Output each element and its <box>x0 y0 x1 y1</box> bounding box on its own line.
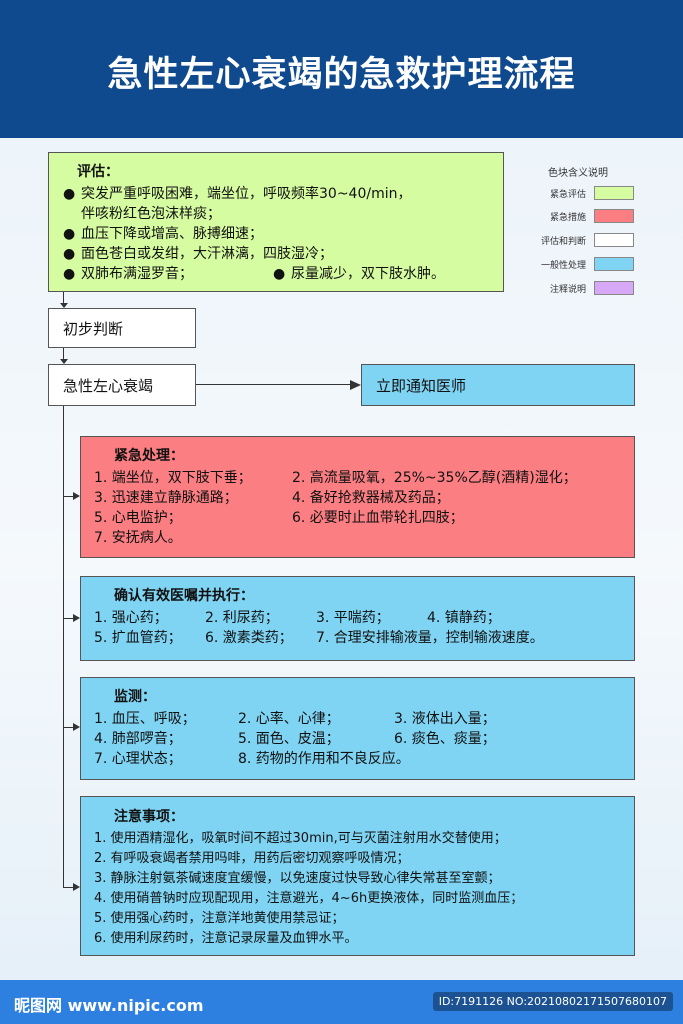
legend-swatch <box>594 209 634 223</box>
notes-line: 3. 静脉注射氨茶碱速度宜缓慢，以免速度过快导致心律失常甚至室颤； <box>94 871 501 886</box>
bullet-icon: ● <box>63 266 76 282</box>
notes-line: 2. 有呼吸衰竭者禁用吗啡，用药后密切观察呼吸情况； <box>94 851 410 866</box>
legend-swatch <box>594 257 634 271</box>
emergency-box: 紧急处理： 1. 端坐位，双下肢下垂；2. 高流量吸氧，25%~35%乙醇(酒精… <box>80 436 635 558</box>
connector-trunk <box>63 406 64 888</box>
initial-judgment-node: 初步判断 <box>48 308 196 348</box>
page-title: 急性左心衰竭的急救护理流程 <box>107 55 576 95</box>
assessment-line: ●面色苍白或发绀，大汗淋漓，四肢湿冷； <box>63 246 333 262</box>
site-logo[interactable]: 昵图网 www.nipic.com <box>14 996 204 1015</box>
legend-swatch <box>594 233 634 247</box>
notes-line: 4. 使用硝普钠时应现配现用，注意避光，4~6h更换液体，同时监测血压； <box>94 891 524 906</box>
header-banner <box>0 0 683 138</box>
orders-heading: 确认有效医嘱并执行： <box>114 588 254 604</box>
legend-item: 注释说明 <box>510 281 640 297</box>
legend-item: 紧急评估 <box>510 186 640 202</box>
orders-box: 确认有效医嘱并执行： 1. 强心药；2. 利尿药；3. 平喘药；4. 镇静药； … <box>80 576 635 661</box>
arrow-right-icon <box>73 883 80 891</box>
arrow-right-icon <box>73 614 80 622</box>
orders-row: 1. 强心药；2. 利尿药；3. 平喘药；4. 镇静药； <box>94 610 501 626</box>
assessment-line: ●突发严重呼吸困难，端坐位，呼吸频率30~40/min， <box>63 186 412 202</box>
legend-item: 紧急措施 <box>510 209 640 225</box>
image-id-label: ID:7191126 NO:20210802171507680107 <box>432 992 673 1011</box>
bullet-icon: ● <box>63 186 76 202</box>
arrow-right-icon <box>73 492 80 500</box>
arrow-down-icon <box>60 359 68 364</box>
connector-branch <box>63 496 75 497</box>
notes-heading: 注意事项： <box>114 809 184 825</box>
legend-item: 一般性处理 <box>510 257 640 273</box>
bullet-icon: ● <box>63 226 76 242</box>
bullet-icon: ● <box>63 246 76 262</box>
arrow-down-icon <box>60 303 68 308</box>
assessment-line: ●双肺布满湿罗音；●尿量减少，双下肢水肿。 <box>63 266 445 282</box>
assessment-line: ●血压下降或增高、脉搏细速； <box>63 226 263 242</box>
connector-line <box>63 292 64 306</box>
emergency-heading: 紧急处理： <box>114 448 184 464</box>
notes-line: 5. 使用强心药时，注意洋地黄使用禁忌证； <box>94 911 345 926</box>
connector-line <box>194 384 352 385</box>
emergency-row: 5. 心电监护；6. 必要时止血带轮扎四肢； <box>94 510 464 526</box>
legend-swatch <box>594 186 634 200</box>
assessment-heading: 评估： <box>77 164 119 180</box>
orders-row: 5. 扩血管药；6. 激素类药；7. 合理安排输液量，控制输液速度。 <box>94 630 544 646</box>
legend-item: 评估和判断 <box>510 233 640 249</box>
emergency-row: 3. 迅速建立静脉通路；4. 备好抢救器械及药品； <box>94 490 450 506</box>
bullet-icon: ● <box>273 266 286 282</box>
diagnosis-node: 急性左心衰竭 <box>48 364 196 406</box>
connector-branch <box>63 887 75 888</box>
emergency-row: 7. 安抚病人。 <box>94 530 182 546</box>
monitoring-box: 监测： 1. 血压、呼吸；2. 心率、心律；3. 液体出入量； 4. 肺部啰音；… <box>80 677 635 780</box>
connector-branch <box>63 618 75 619</box>
notes-line: 6. 使用利尿药时，注意记录尿量及血钾水平。 <box>94 931 358 946</box>
monitoring-row: 4. 肺部啰音；5. 面色、皮温；6. 痰色、痰量； <box>94 731 496 747</box>
monitoring-row: 1. 血压、呼吸；2. 心率、心律；3. 液体出入量； <box>94 711 496 727</box>
monitoring-heading: 监测： <box>114 689 156 705</box>
legend-title: 色块含义说明 <box>548 168 608 179</box>
footer-bar: 昵图网 www.nipic.com ID:7191126 NO:20210802… <box>0 980 683 1024</box>
connector-branch <box>63 727 75 728</box>
arrow-right-icon <box>73 723 80 731</box>
arrow-right-icon <box>350 380 361 390</box>
legend-swatch <box>594 281 634 295</box>
notify-doctor-node: 立即通知医师 <box>361 364 635 406</box>
notes-box: 注意事项： 1. 使用酒精湿化，吸氧时间不超过30min,可与灭菌注射用水交替使… <box>80 796 635 956</box>
assessment-box: 评估： ●突发严重呼吸困难，端坐位，呼吸频率30~40/min， 伴咳粉红色泡沫… <box>48 152 504 292</box>
assessment-line: 伴咳粉红色泡沫样痰； <box>81 206 221 222</box>
emergency-row: 1. 端坐位，双下肢下垂；2. 高流量吸氧，25%~35%乙醇(酒精)湿化； <box>94 470 577 486</box>
notes-line: 1. 使用酒精湿化，吸氧时间不超过30min,可与灭菌注射用水交替使用； <box>94 831 507 846</box>
monitoring-row: 7. 心理状态；8. 药物的作用和不良反应。 <box>94 751 410 767</box>
connector-line <box>63 348 64 362</box>
